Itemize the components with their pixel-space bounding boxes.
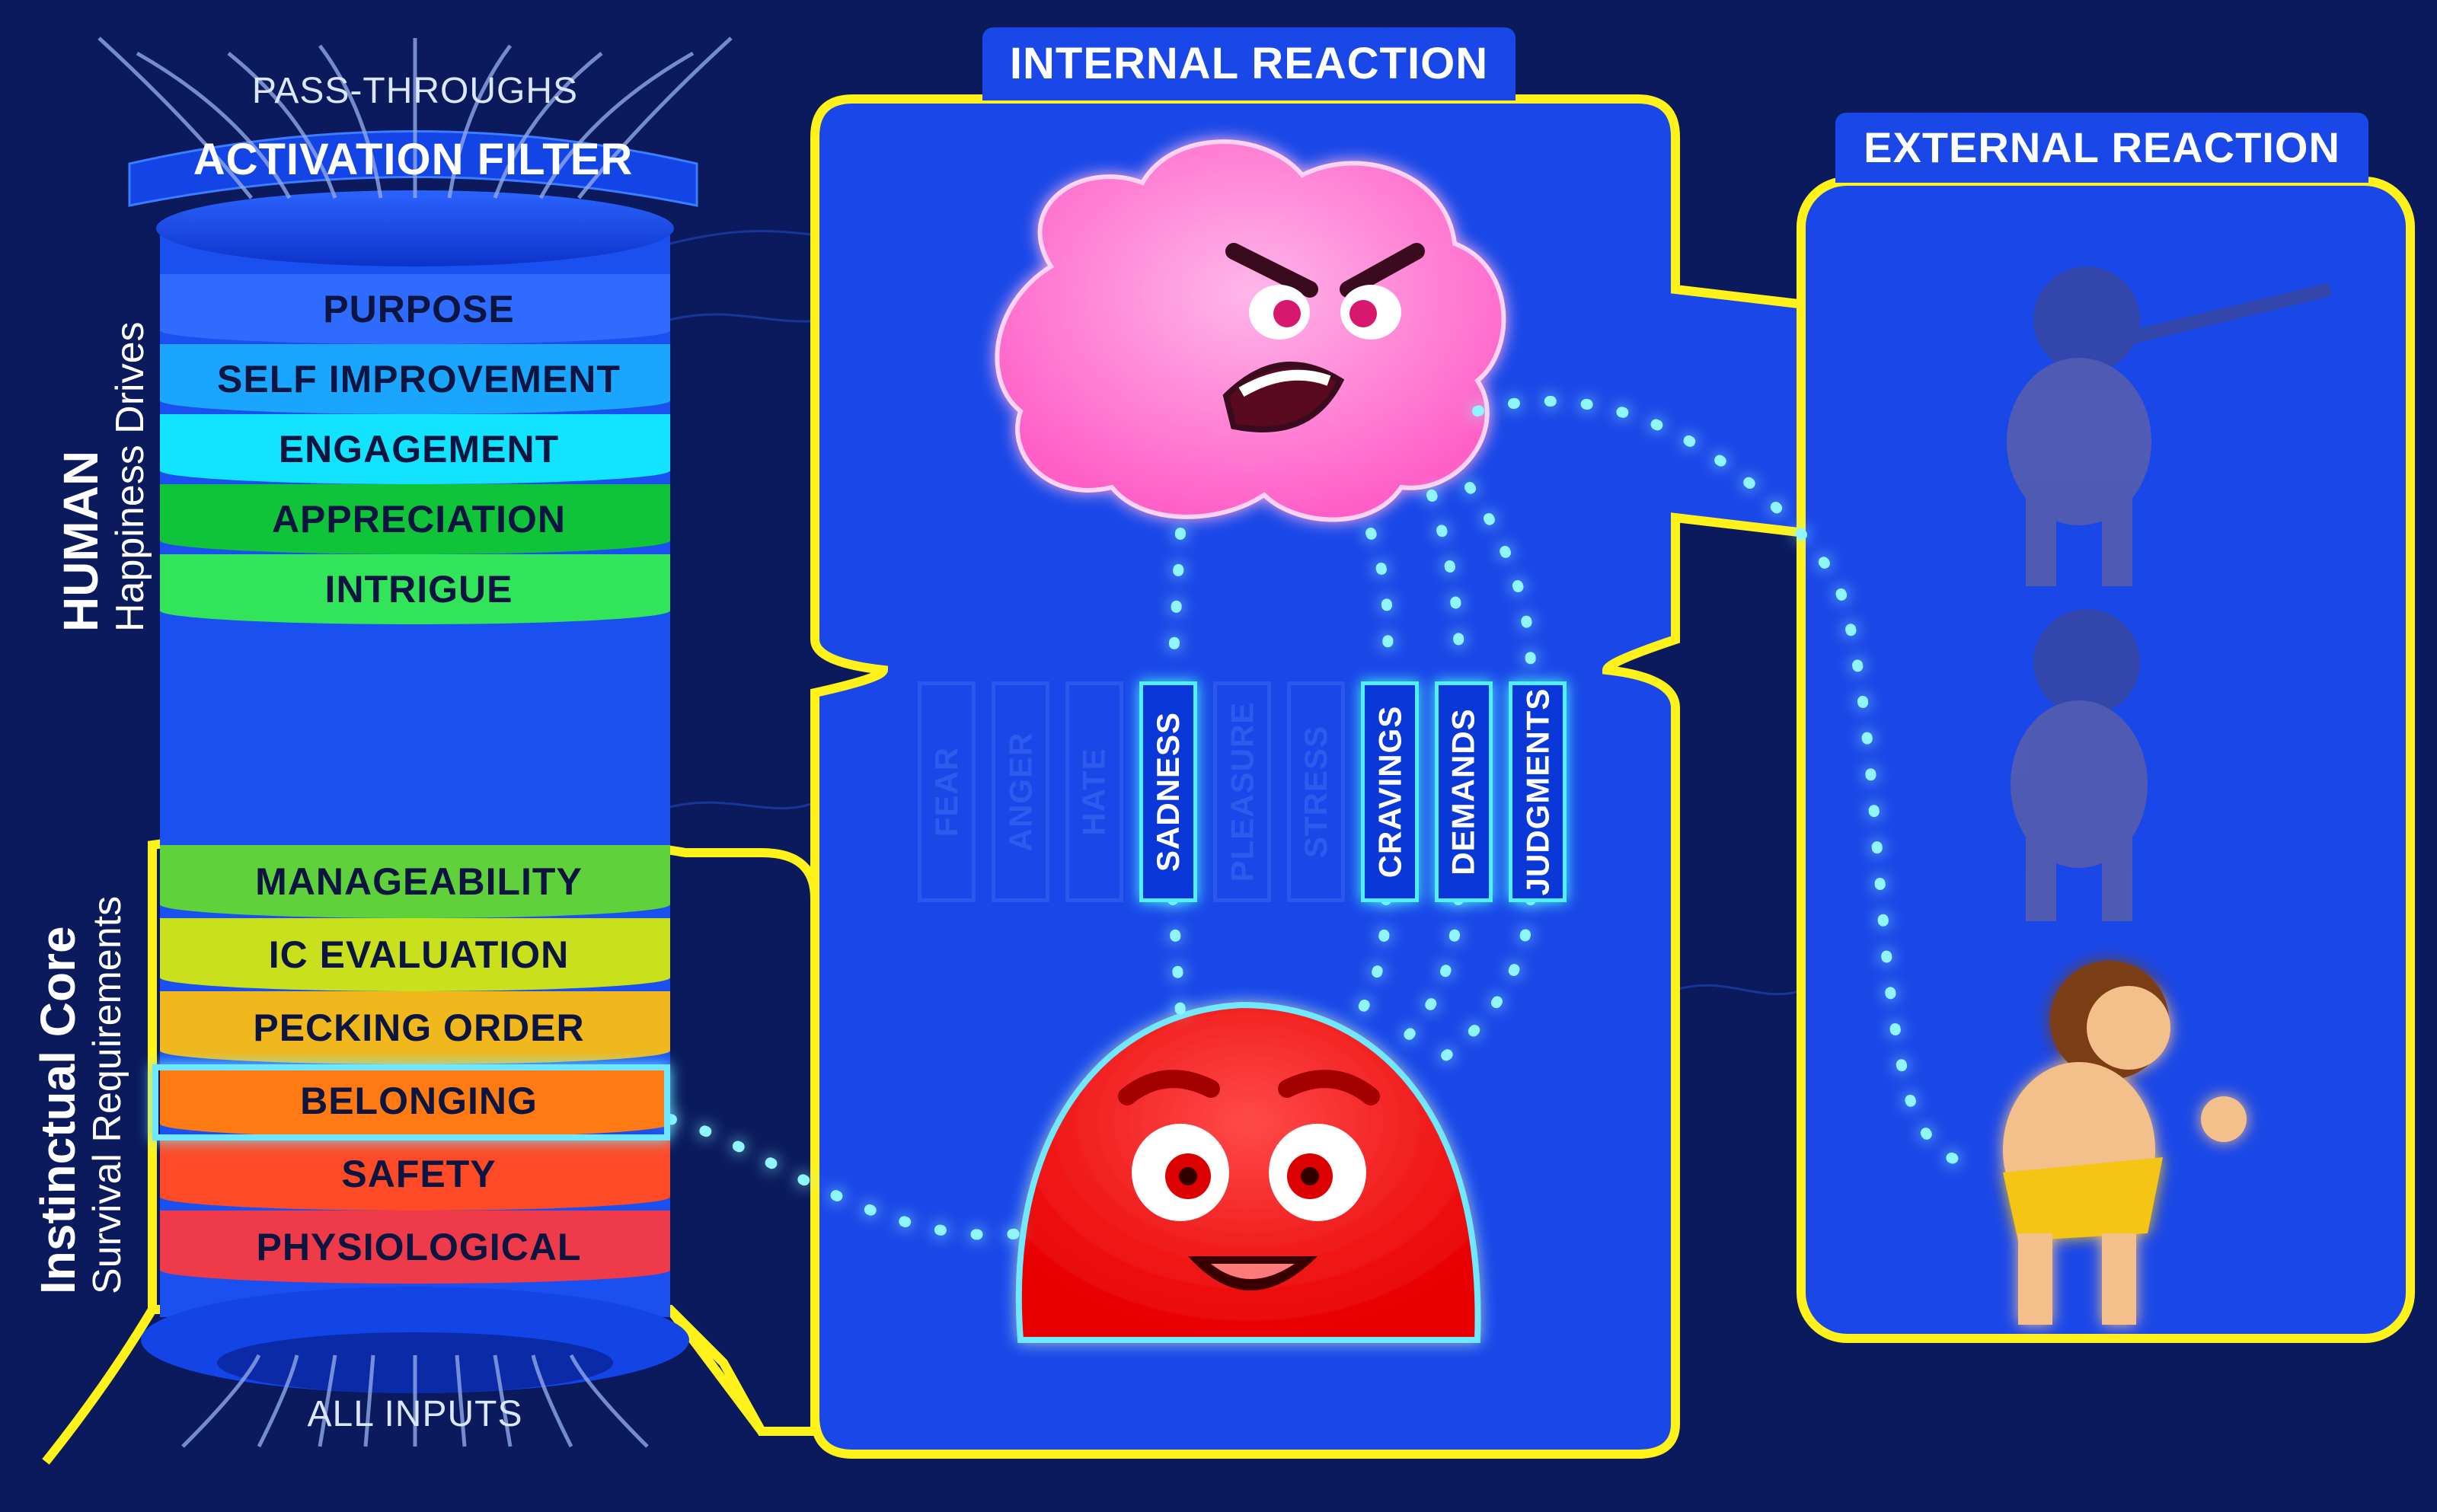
human-band [160,274,670,344]
pass-throughs-label: PASS-THROUGHS [251,71,579,111]
core-band [160,1211,670,1284]
core-band-label: PECKING ORDER [253,1006,585,1049]
input-arrows [181,1354,649,1448]
emotion-box: CRAVINGS [1361,681,1419,902]
flow-lines [669,229,1806,996]
human-band-label: PURPOSE [323,288,515,330]
emotion-label: PLEASURE [1224,701,1260,882]
core-band [160,1137,670,1211]
core-band [160,991,670,1064]
core-band-label: IC EVALUATION [268,933,570,976]
activation-filter-label: ACTIVATION FILTER [193,135,634,184]
human-band [160,414,670,484]
external-reaction-title: EXTERNAL REACTION [1835,113,2368,183]
caveman-walking-active [2003,961,2247,1325]
human-band [160,484,670,554]
caveman-attacking-faded [2007,266,2333,586]
human-band [160,344,670,414]
core-blob-character [1015,1001,1481,1343]
brain-face [1222,243,1425,432]
human-side-title: HUMAN Happiness Drives [53,322,152,633]
emotion-box: FEAR [918,681,976,902]
emotion-label: HATE [1076,748,1112,836]
human-band-label: INTRIGUE [324,568,513,611]
emotion-box: DEMANDS [1435,681,1493,902]
emotion-label: JUDGMENTS [1519,687,1556,896]
core-band-label: PHYSIOLOGICAL [256,1226,582,1268]
belonging-highlight [152,1064,670,1140]
emotion-label: SADNESS [1150,711,1186,872]
brain-character [995,139,1506,522]
human-band-label: APPRECIATION [271,498,567,541]
human-title: HUMAN [53,450,108,632]
emotion-label: STRESS [1298,725,1334,859]
emotion-label: FEAR [928,746,964,837]
core-title: Instinctual Core [30,926,85,1294]
emotion-box: ANGER [992,681,1049,902]
core-band [160,1064,670,1137]
core-side-title: Instinctual Core Survival Requirements [30,896,129,1294]
emotion-box: SADNESS [1139,681,1197,902]
core-band [160,918,670,991]
human-band [160,554,670,624]
human-band-label: SELF IMPROVEMENT [217,358,621,400]
internal-reaction-title: INTERNAL REACTION [982,27,1516,100]
caveman-scared-faded [2011,609,2148,921]
emotion-box: HATE [1065,681,1123,902]
pass-through-arrows [97,37,733,199]
glow-connectors [665,396,1985,1240]
human-subtitle: Happiness Drives [108,321,152,633]
core-subtitle: Survival Requirements [85,895,129,1294]
human-band-label: ENGAGEMENT [278,428,560,471]
core-band [160,845,670,918]
core-band-label: SAFETY [341,1153,497,1195]
core-band-label: MANAGEABILITY [255,860,583,903]
emotion-label: DEMANDS [1445,708,1481,876]
emotion-box: PLEASURE [1213,681,1271,902]
emotion-box: STRESS [1287,681,1345,902]
all-inputs-label: ALL INPUTS [307,1394,523,1434]
emotion-label: ANGER [1002,732,1038,852]
emotion-label: CRAVINGS [1372,705,1408,879]
emotion-box: JUDGMENTS [1509,681,1567,902]
core-band-label: BELONGING [300,1080,538,1122]
